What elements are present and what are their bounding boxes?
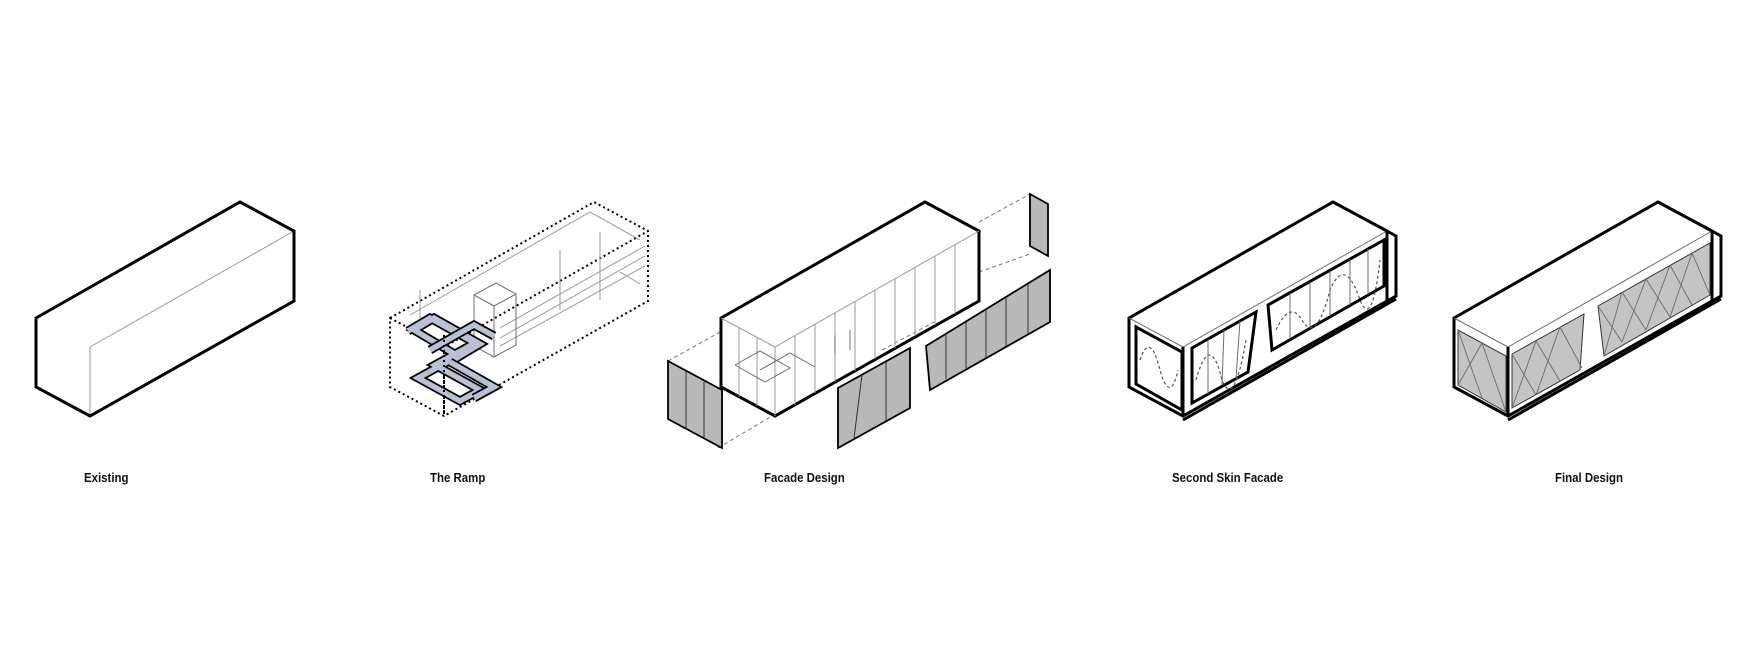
facade-panels [667,192,1051,450]
stage-label-existing: Existing [84,470,129,485]
stage-label-final: Final Design [1555,470,1624,485]
final-volume [1452,200,1723,422]
second-skin-volume [1127,200,1398,422]
stage-label-ramp: The Ramp [430,470,486,485]
existing-volume [34,200,296,418]
facade-volume [667,193,1031,449]
stage-label-facade: Facade Design [764,470,845,485]
ramp-path [405,312,504,412]
stage-label-second-skin: Second Skin Facade [1172,470,1284,485]
